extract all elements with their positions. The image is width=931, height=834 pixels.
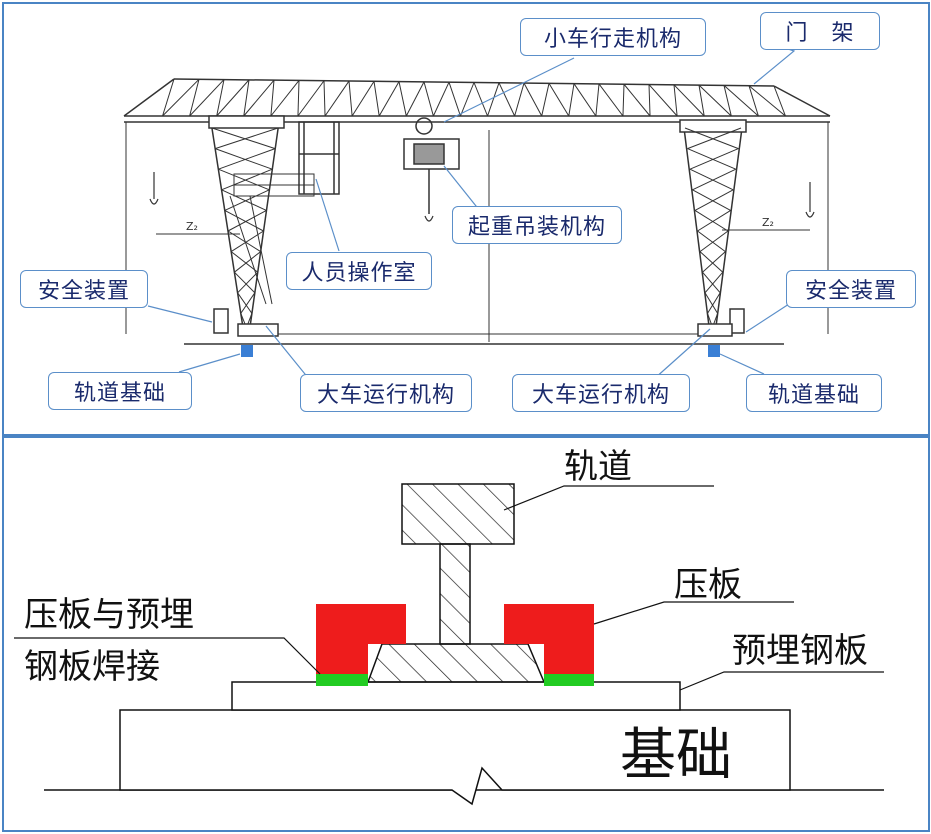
callout-cabin: 人员操作室	[286, 252, 432, 290]
weld-right	[544, 674, 594, 686]
label-embedded-plate: 预埋钢板	[732, 631, 868, 671]
cabin-stair	[229, 173, 315, 305]
rail-section-panel: 轨道 压板 压板与预埋 钢板焊接 预埋钢板 基础	[2, 436, 930, 832]
clamp-right	[504, 604, 594, 674]
label-weld-line2: 钢板焊接	[24, 647, 160, 687]
callout-safety-right: 安全装置	[786, 270, 916, 308]
callout-travel-left: 大车运行机构	[300, 374, 472, 412]
gantry-crane-panel: Z₂ Z₂ 门 架 小车行走机构 起重吊装机构 人员操作室 安全装置 安全装置 …	[2, 2, 930, 436]
right-leg	[679, 119, 747, 335]
rail-block-left	[241, 345, 253, 357]
callout-travel-right: 大车运行机构	[512, 374, 690, 412]
callout-hoist: 起重吊装机构	[452, 206, 622, 244]
clamp-left	[316, 604, 406, 674]
left-leg	[208, 115, 285, 335]
callout-rail-base-left: 轨道基础	[48, 372, 192, 410]
hook-center	[424, 215, 434, 222]
rail-profile	[366, 483, 546, 683]
label-weld-line1: 压板与预埋	[24, 595, 194, 635]
callout-gantry: 门 架	[760, 12, 880, 50]
callout-rail-base-right: 轨道基础	[746, 374, 882, 412]
dim-right-text: Z₂	[762, 216, 774, 229]
embedded-plate	[231, 681, 681, 711]
weld-left	[316, 674, 368, 686]
label-foundation: 基础	[620, 723, 732, 788]
rail-section-drawing: 轨道 压板 压板与预埋 钢板焊接 预埋钢板 基础	[14, 447, 884, 806]
section-leaders	[14, 485, 884, 691]
label-rail: 轨道	[564, 447, 632, 487]
gantry-crane-drawing: Z₂ Z₂	[123, 43, 831, 380]
operator-cabin	[298, 121, 340, 195]
callout-safety-left: 安全装置	[20, 270, 148, 308]
callout-trolley: 小车行走机构	[520, 18, 706, 56]
rail-block-right	[708, 345, 720, 357]
label-clamp: 压板	[674, 565, 742, 605]
hook-right	[805, 182, 815, 218]
dim-left-text: Z₂	[186, 220, 198, 233]
hook-left	[149, 172, 159, 205]
trolley-hoist	[403, 117, 460, 214]
